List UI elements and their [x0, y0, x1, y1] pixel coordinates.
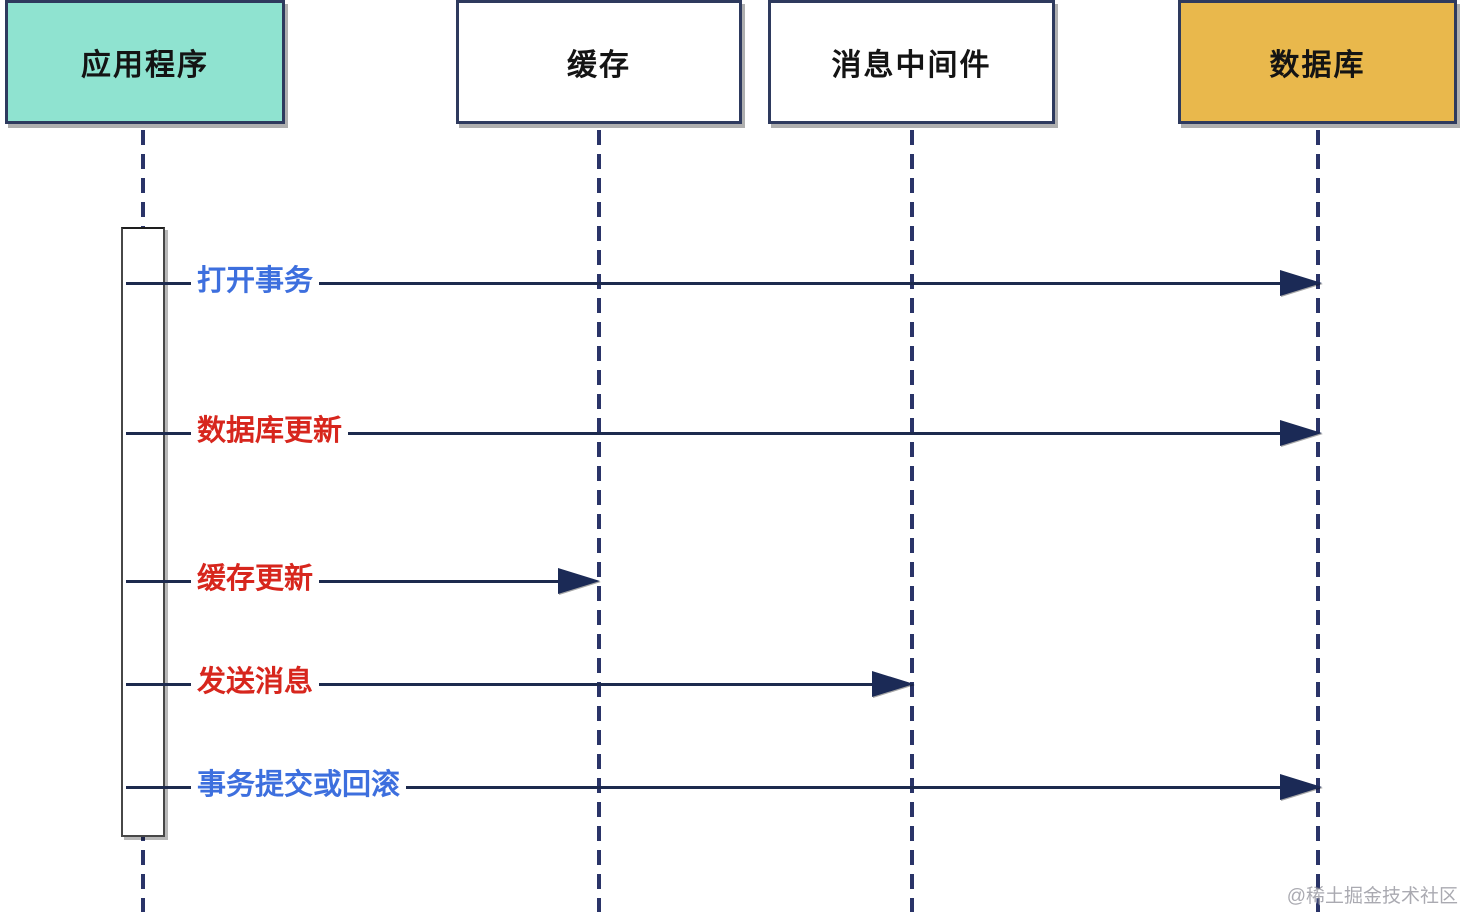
arrowhead-icon	[1280, 270, 1322, 296]
message-line	[126, 432, 1288, 435]
message-label: 事务提交或回滚	[191, 765, 407, 806]
arrowhead-icon	[872, 671, 914, 697]
message-label: 打开事务	[191, 261, 320, 302]
message-line	[126, 282, 1288, 285]
lifeline-database	[1316, 130, 1320, 912]
activation-bar	[121, 227, 165, 837]
lifeline-cache	[597, 130, 601, 912]
watermark: @稀土掘金技术社区	[1286, 886, 1458, 907]
participant-box-database: 数据库	[1178, 0, 1457, 124]
participant-label-cache: 缓存	[567, 49, 631, 82]
message-line	[126, 786, 1288, 789]
message-label: 发送消息	[191, 662, 320, 703]
arrowhead-icon	[1280, 774, 1322, 800]
participant-label-database: 数据库	[1269, 49, 1366, 82]
participant-box-middleware: 消息中间件	[768, 0, 1055, 124]
arrowhead-icon	[1280, 420, 1322, 446]
message-label: 数据库更新	[191, 411, 349, 452]
lifeline-middleware	[910, 130, 914, 912]
message-line	[126, 683, 882, 686]
participant-box-cache: 缓存	[456, 0, 742, 124]
participant-box-application: 应用程序	[5, 0, 285, 124]
participant-label-middleware: 消息中间件	[831, 49, 992, 82]
message-line	[126, 580, 570, 583]
participant-label-application: 应用程序	[81, 49, 209, 82]
message-label: 缓存更新	[191, 559, 320, 600]
arrowhead-icon	[558, 568, 600, 594]
